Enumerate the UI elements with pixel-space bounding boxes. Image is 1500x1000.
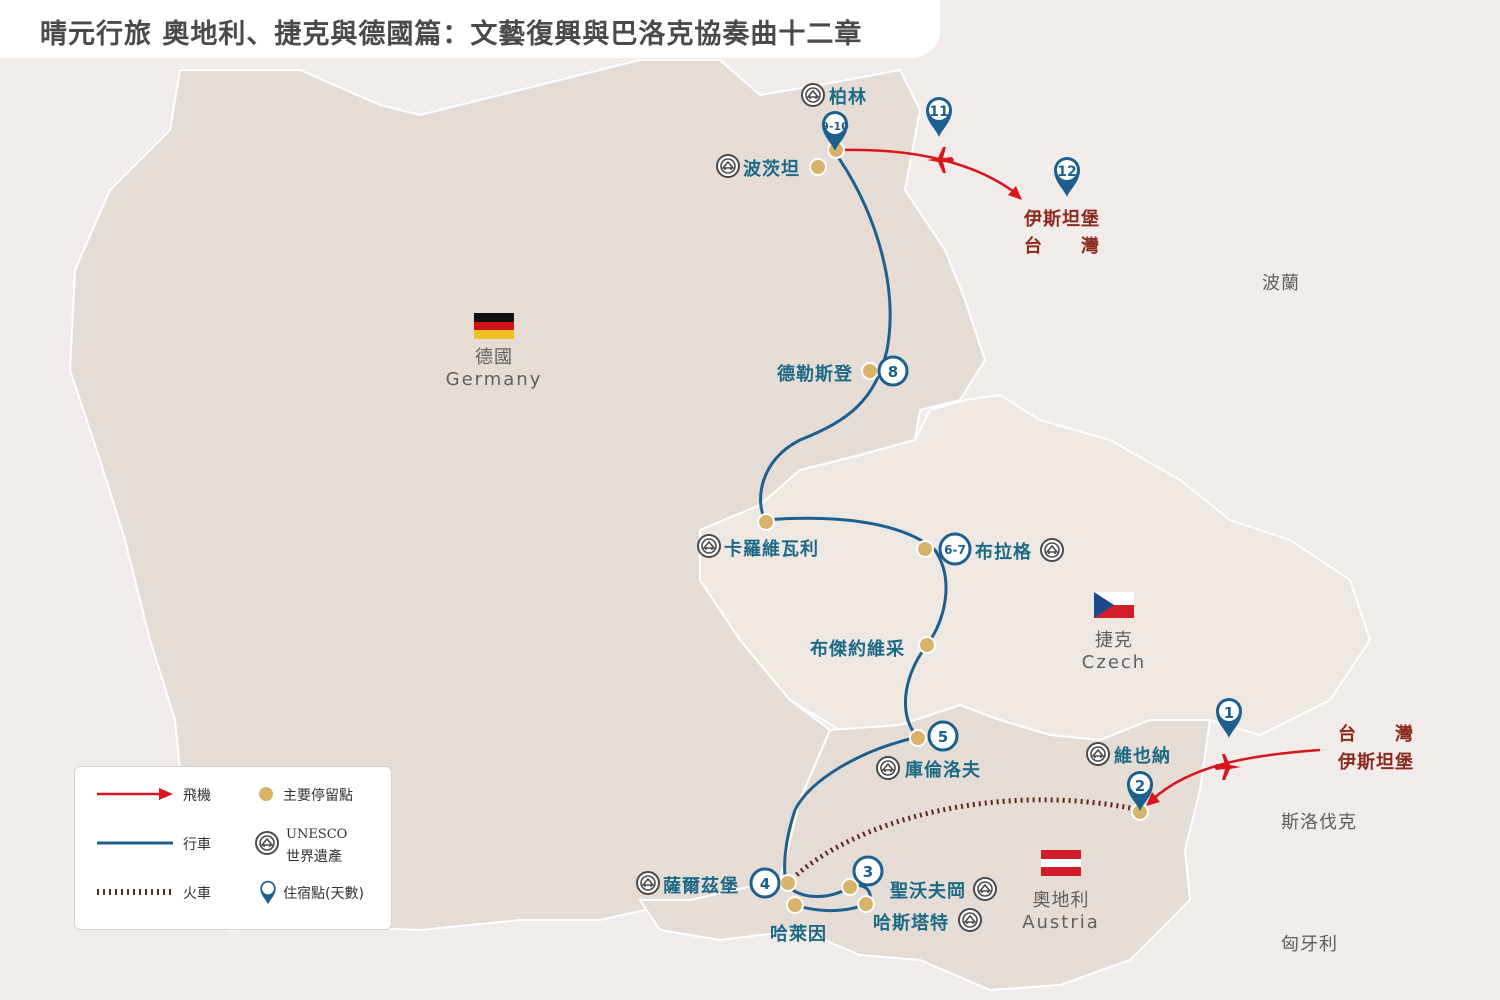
- country-austria-zh: 奧地利: [1032, 890, 1090, 911]
- stop-dresden: [861, 362, 879, 380]
- svg-text:4: 4: [760, 875, 770, 893]
- legend-flight-arrow: [97, 788, 173, 800]
- unesco-icon: [716, 154, 740, 178]
- stay-pin-11[interactable]: 11: [926, 97, 952, 137]
- austria-flag-icon: [1041, 850, 1081, 876]
- svg-text:8: 8: [888, 363, 898, 381]
- country-slovakia: 斯洛伐克: [1281, 812, 1357, 833]
- stop-potsdam: [809, 158, 827, 176]
- country-austria: 奧地利 Austria: [1011, 886, 1111, 933]
- unesco-icon: [255, 831, 279, 855]
- unesco-icon: [636, 871, 660, 895]
- flight-home-arrowhead: [1008, 186, 1022, 200]
- legend-flight-label: 飛機: [183, 788, 211, 804]
- unesco-icon: [973, 877, 997, 901]
- svg-text:1: 1: [1224, 704, 1234, 722]
- svg-text:5: 5: [938, 728, 948, 746]
- legend-drive-label: 行車: [183, 837, 211, 853]
- legend-stop-label: 主要停留點: [283, 788, 353, 804]
- stay-pin-5[interactable]: 5: [927, 720, 959, 752]
- austria-region: [638, 703, 1212, 992]
- germany-flag-icon: [474, 313, 514, 339]
- flight-out-arrowhead: [1146, 792, 1160, 806]
- stay-pin-4[interactable]: 4: [749, 867, 781, 899]
- country-hungary: 匈牙利: [1281, 934, 1338, 955]
- legend-drive-line: [97, 841, 173, 845]
- country-austria-en: Austria: [1022, 912, 1100, 933]
- stop-budejovice: [918, 636, 936, 654]
- stay-pin-6-7[interactable]: 6-7: [938, 532, 972, 566]
- label-st-wolfgang: 聖沃夫岡: [890, 881, 966, 902]
- label-berlin: 柏林: [829, 87, 867, 108]
- train-route: [786, 797, 1141, 885]
- label-karlovy-vary: 卡羅維瓦利: [724, 539, 819, 560]
- stay-pin-8[interactable]: 8: [877, 355, 909, 387]
- stay-pin-12[interactable]: 12: [1054, 157, 1080, 197]
- svg-text:6-7: 6-7: [944, 543, 966, 557]
- label-hallstatt: 哈斯塔特: [873, 913, 949, 934]
- flight-out-label-2: 伊斯坦堡: [1338, 752, 1414, 773]
- stop-hallstatt: [857, 895, 875, 913]
- page-title: 晴元行旅 奧地利、捷克與德國篇：文藝復興與巴洛克協奏曲十二章: [40, 19, 863, 50]
- stay-pin-1[interactable]: 1: [1216, 698, 1242, 738]
- country-poland: 波蘭: [1262, 273, 1300, 294]
- unesco-icon: [876, 756, 900, 780]
- label-vienna: 維也納: [1114, 746, 1171, 767]
- svg-text:12: 12: [1057, 164, 1076, 180]
- country-germany-en: Germany: [445, 369, 543, 390]
- unesco-icon: [801, 83, 825, 107]
- flight-home-label-2: 台 灣: [1024, 236, 1100, 257]
- legend-stay-label: 住宿點(天數): [283, 886, 364, 902]
- svg-text:9-10: 9-10: [821, 120, 849, 133]
- stay-pin-3[interactable]: 3: [852, 855, 884, 887]
- stop-hallein: [786, 896, 804, 914]
- stop-st-wolfgang: [841, 878, 859, 896]
- legend-train-label: 火車: [183, 886, 211, 902]
- title-bar: 晴元行旅 奧地利、捷克與德國篇：文藝復興與巴洛克協奏曲十二章: [0, 0, 940, 58]
- label-salzburg: 薩爾茲堡: [663, 876, 739, 897]
- country-germany-zh: 德國: [475, 347, 513, 368]
- flight-out-route: [1151, 748, 1321, 801]
- label-prague: 布拉格: [975, 542, 1032, 563]
- flight-out-label-1: 台 灣: [1338, 724, 1414, 745]
- country-germany: 德國 Germany: [440, 343, 548, 390]
- stay-pin-2[interactable]: 2: [1127, 771, 1153, 811]
- label-dresden: 德勒斯登: [777, 364, 853, 385]
- label-cesky-krumlov: 庫倫洛夫: [905, 760, 981, 781]
- country-czech-zh: 捷克: [1095, 630, 1133, 651]
- country-czech: 捷克 Czech: [1066, 626, 1162, 673]
- svg-text:2: 2: [1135, 777, 1145, 795]
- unesco-icon: [958, 908, 982, 932]
- unesco-icon: [1040, 538, 1064, 562]
- legend-stop-dot: [259, 787, 273, 801]
- stop-salzburg: [779, 874, 797, 892]
- legend-unesco-zh: 世界遺產: [286, 849, 342, 865]
- label-hallein: 哈萊因: [770, 924, 827, 945]
- map-legend: 飛機 行車 火車 主要停留點 UNESCO 世界遺產 住宿點(天數): [74, 766, 392, 930]
- unesco-icon: [1086, 742, 1110, 766]
- svg-text:3: 3: [863, 863, 873, 881]
- stay-pin-9-10[interactable]: 9-10: [821, 111, 849, 151]
- czech-flag-icon: [1094, 592, 1134, 618]
- stop-prague: [916, 540, 934, 558]
- flight-home-label-1: 伊斯坦堡: [1024, 209, 1100, 230]
- label-potsdam: 波茨坦: [743, 159, 800, 180]
- svg-text:11: 11: [929, 104, 948, 120]
- unesco-icon: [697, 534, 721, 558]
- stop-cesky-krumlov: [909, 729, 927, 747]
- label-budejovice: 布傑約維采: [810, 639, 905, 660]
- legend-train-line: [97, 889, 173, 895]
- country-czech-en: Czech: [1081, 652, 1147, 673]
- legend-unesco-en: UNESCO: [286, 827, 348, 842]
- stop-karlovy-vary: [757, 513, 775, 531]
- location-pin-icon: [260, 880, 276, 905]
